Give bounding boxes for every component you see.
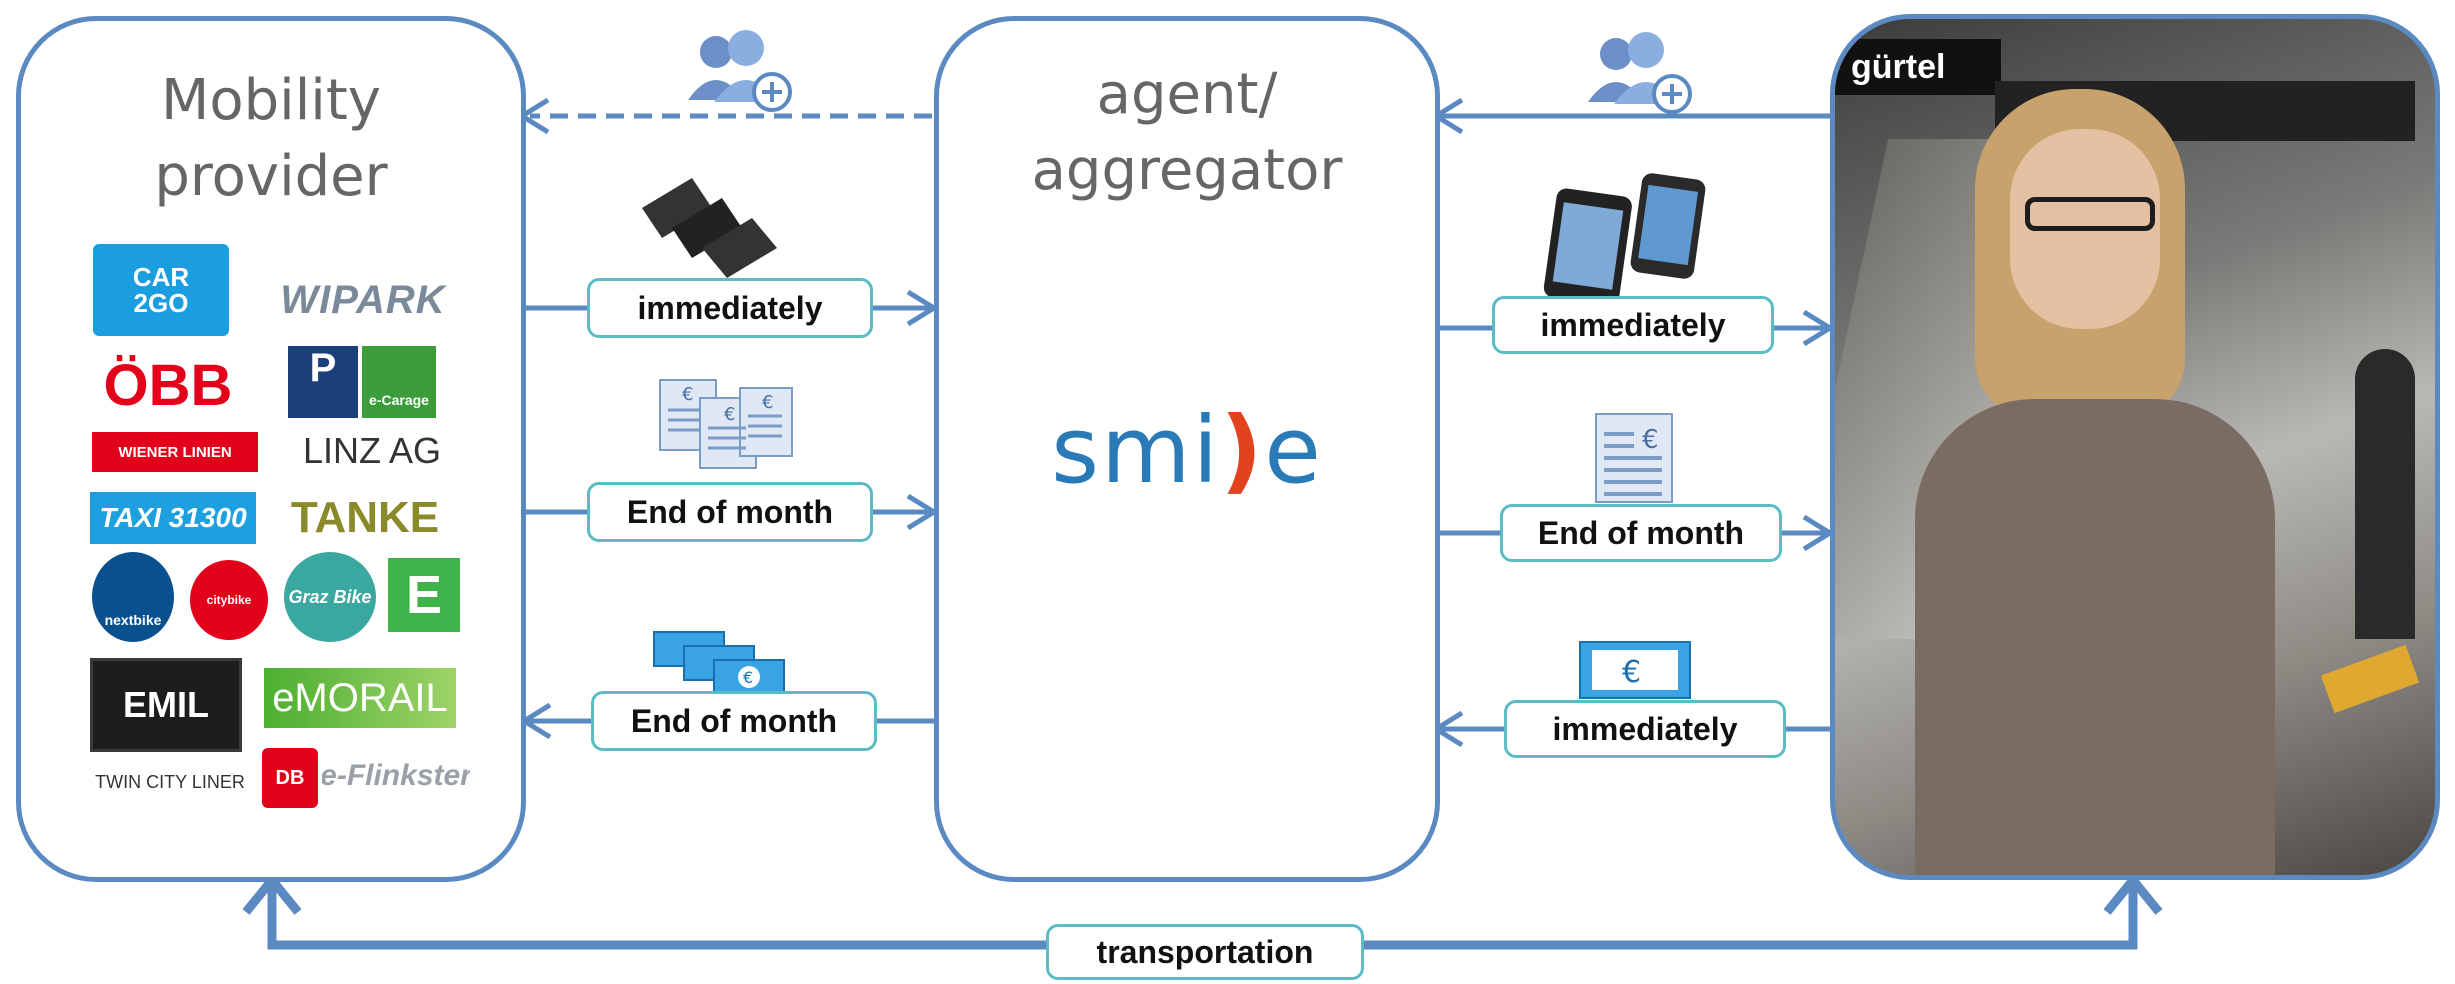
taxi-31300-logo: TAXI 31300 — [90, 492, 256, 544]
banknotes-icon: € — [653, 631, 785, 695]
smile-logo-bracket: ) — [1220, 397, 1265, 504]
energie-steiermark-logo: E — [388, 558, 460, 632]
label-transportation: transportation — [1046, 924, 1364, 980]
svg-text:€: € — [1642, 425, 1659, 455]
svg-text:€: € — [762, 392, 773, 413]
mobility-provider-panel: Mobility provider — [16, 16, 526, 882]
smile-logo: smi)e — [1051, 397, 1323, 504]
wiener-linien-logo: WIENER LINIEN — [92, 432, 258, 472]
label-right-immediately-back: immediately — [1504, 700, 1786, 758]
tickets-icon — [642, 178, 777, 278]
emorail-logo: eMORAIL — [264, 668, 456, 728]
traveler-photo: gürtel — [1830, 14, 2440, 880]
svg-text:€: € — [743, 668, 753, 687]
mobility-provider-title: Mobility provider — [154, 68, 388, 209]
smartphones-icon — [1543, 173, 1706, 306]
citybike-logo: citybike — [190, 560, 268, 640]
ticket — [2320, 644, 2420, 714]
people-add-icon — [1588, 32, 1692, 114]
woman-body — [1915, 399, 2275, 875]
agent-aggregator-panel: agent/ aggregator smi)e — [934, 16, 1440, 882]
svg-text:€: € — [724, 404, 735, 425]
glasses — [2025, 197, 2155, 231]
label-right-immediately: immediately — [1492, 296, 1774, 354]
ecarage-logo: e-Carage — [362, 346, 436, 418]
invoices-icon: € € € — [659, 379, 793, 469]
twin-city-liner-logo: TWIN CITY LINER — [95, 771, 245, 792]
tanke-logo: TANKE — [290, 493, 440, 542]
label-left-immediately: immediately — [587, 278, 873, 338]
svg-text:€: € — [682, 384, 693, 405]
emil-logo: EMIL — [90, 658, 242, 752]
label-left-end-of-month: End of month — [587, 482, 873, 542]
parkhaus-logo: P — [288, 346, 358, 418]
people-add-icon — [688, 30, 792, 112]
e-flinkster-logo: e-Flinkster — [322, 759, 470, 792]
nextbike-logo: nextbike — [92, 552, 174, 642]
linz-ag-logo: LINZ AG — [302, 430, 442, 471]
db-logo: DB — [262, 748, 318, 808]
invoice-icon: € — [1595, 413, 1673, 503]
bystander — [2355, 349, 2415, 639]
label-left-end-of-month-back: End of month — [591, 691, 877, 751]
label-right-end-of-month: End of month — [1500, 504, 1782, 562]
svg-text:€: € — [1622, 655, 1641, 690]
agent-aggregator-title: agent/ aggregator — [1031, 62, 1343, 203]
graz-bike-logo: Graz Bike — [284, 552, 376, 642]
banknote-icon: € — [1579, 641, 1691, 699]
obb-logo: ÖBB — [103, 352, 233, 418]
station-sign: gürtel — [1835, 39, 2001, 95]
wipark-logo: WIPARK — [280, 277, 446, 322]
car2go-logo: CAR 2GO — [93, 244, 229, 336]
